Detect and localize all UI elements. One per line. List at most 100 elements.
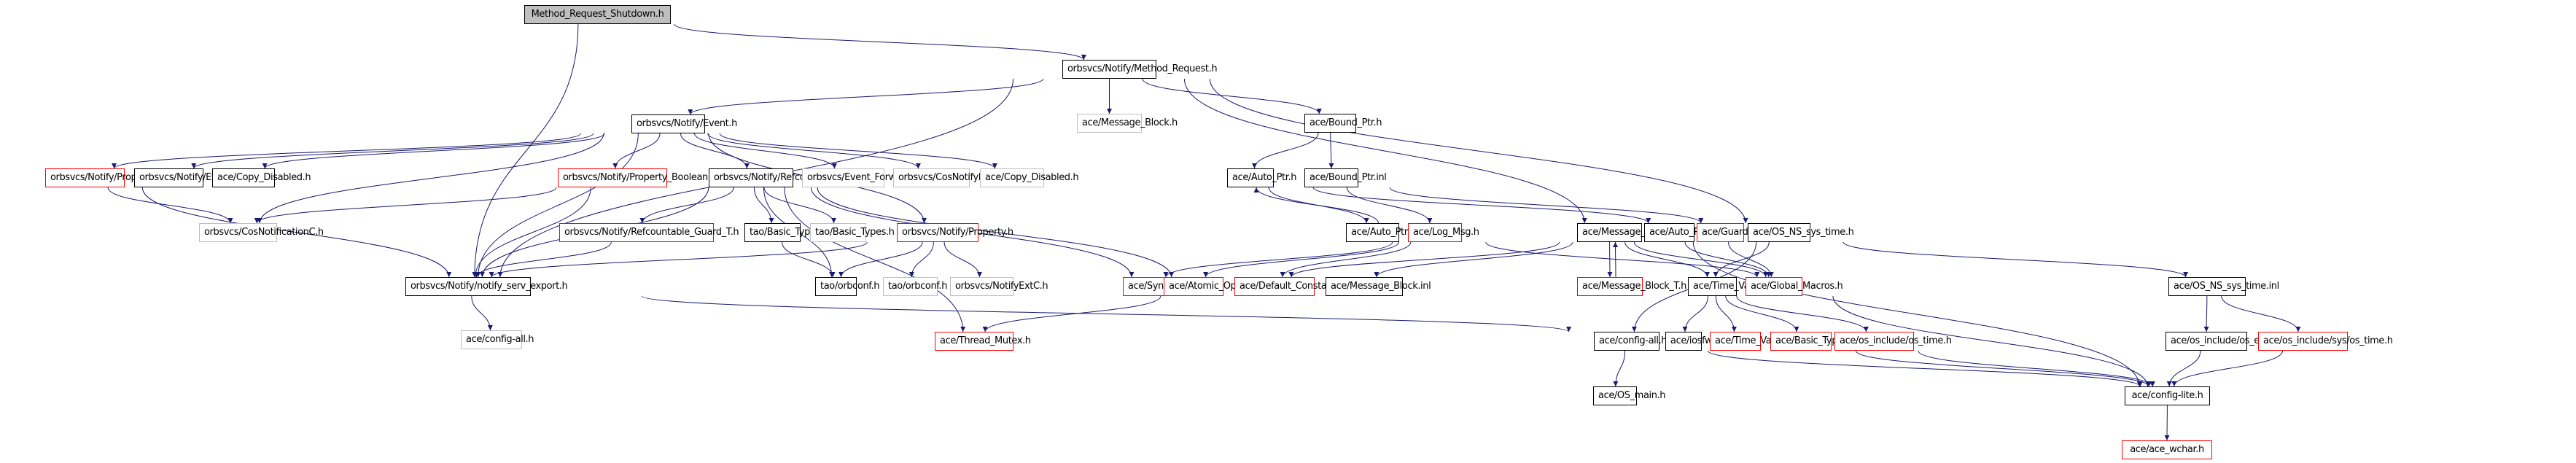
edge-ace-global-macros-h-to-ace-config-lite-h: [1832, 295, 2150, 387]
edge-notify-event-h-to-notify-event-inl: [191, 133, 594, 169]
edge-ace-log-msg-h-to-ace-synch-traits-h: [1163, 241, 1393, 278]
edge-ace-message-block-h-to-ace-default-constants-h: [1288, 241, 1560, 278]
edge-ace-auto-ptr-h-to-ace-auto-ptr-inl: [1312, 187, 1651, 224]
edge-ace-auto-ptr-inl-to-ace-global-macros-h: [1684, 241, 1772, 278]
edge-ace-message-block-h-to-ace-message-block-inl: [1374, 241, 1573, 278]
node-ace-thread-mutex-h[interactable]: ace/Thread_Mutex.h: [935, 332, 1031, 351]
node-ace-message-block-h[interactable]: ace/Message_Block.h: [1577, 223, 1678, 242]
node-ace-time-value-h[interactable]: ace/Time_Value.h: [1688, 277, 1772, 296]
node-ace-auto-ptr-inl[interactable]: ace/Auto_Ptr.inl: [1644, 223, 1719, 242]
node-notify-event-inl[interactable]: orbsvcs/Notify/Event.inl: [134, 168, 245, 187]
node-ace-message-block-inl[interactable]: ace/Message_Block.inl: [1326, 277, 1431, 296]
edge-ace-time-value-h-to-ace-time-value-inl: [1715, 295, 1737, 332]
edge-ace-basic-types-h-to-ace-config-lite-h: [1855, 350, 2152, 387]
edge-notify-method-request-h-to-ace-message-block-h: [1183, 78, 1587, 224]
edge-notify-property-h-to-notifyextc-h: [943, 241, 982, 278]
edge-ace-bound-ptr-inl-to-ace-guard-t-h: [1389, 187, 1704, 224]
node-ace-config-lite-h[interactable]: ace/config-lite.h: [2125, 386, 2210, 405]
edge-notify-refcountable-h-to-ace-thread-mutex-h: [784, 187, 966, 332]
node-ace-copy-disabled-h[interactable]: ace/Copy_Disabled.h: [212, 168, 311, 187]
edge-notify-event-h-to-ace-copy-disabled-h-ext: [719, 133, 997, 169]
edge-notify-method-request-h-to-notify-event-h: [688, 78, 1044, 115]
node-ace-config-all-h[interactable]: ace/config-all.h: [1594, 332, 1668, 351]
edge-notify-event-h-to-ace-copy-disabled-h: [262, 133, 605, 169]
node-notify-method-request-h[interactable]: orbsvcs/Notify/Method_Request.h: [1062, 60, 1218, 79]
edge-ace-os-include-os-time-h-to-ace-config-lite-h: [1918, 350, 2155, 387]
edge-ace-log-msg-h-to-ace-atomic-op-h: [1203, 241, 1399, 278]
node-ace-global-macros-h[interactable]: ace/Global_Macros.h: [1746, 277, 1843, 296]
node-tao-basic-types-h[interactable]: tao/Basic_Types.h: [744, 223, 829, 242]
node-tao-orbconf-h-ext: tao/orbconf.h: [883, 277, 947, 296]
node-ace-basic-types-h[interactable]: ace/Basic_Types.h: [1770, 332, 1856, 351]
node-notify-event-h[interactable]: orbsvcs/Notify/Event.h: [631, 114, 737, 133]
edge-method-request-shutdown-h-to-notify-method-request-h: [674, 23, 1086, 61]
node-ace-os-include-os-errno-h[interactable]: ace/os_include/os_errno.h: [2166, 332, 2286, 351]
node-cosnotificationc-h: orbsvcs/CosNotificationC.h: [199, 223, 324, 242]
edge-ace-config-all-h-to-ace-config-lite-h: [1707, 350, 2143, 387]
edge-notify-refcountable-h-to-tao-basic-types-h-ext: [763, 187, 837, 224]
edge-ace-bound-ptr-h-to-ace-auto-ptr-h: [1251, 132, 1319, 169]
edge-ace-time-value-h-to-ace-os-include-os-time-h: [1736, 295, 1869, 332]
edge-ace-message-block-h-to-ace-global-macros-h: [1633, 241, 1769, 278]
node-ace-iosfwd-h[interactable]: ace/iosfwd.h: [1665, 332, 1727, 351]
node-ace-ace-wchar-h[interactable]: ace/ace_wchar.h: [2122, 440, 2212, 459]
node-ace-os-include-sys-os-time-h[interactable]: ace/os_include/sys/os_time.h: [2258, 332, 2393, 351]
edge-ace-os-ns-sys-time-inl-to-ace-os-include-sys-os-time-h: [2221, 295, 2301, 332]
edge-ace-time-value-h-to-ace-basic-types-h: [1725, 295, 1799, 332]
node-ace-message-block-t-h[interactable]: ace/Message_Block_T.h: [1577, 277, 1686, 296]
edge-notify-property-boolean-h-to-notify-serv-export-h: [472, 187, 591, 278]
node-tao-basic-types-h-ext: tao/Basic_Types.h: [810, 223, 895, 242]
node-ace-time-value-inl[interactable]: ace/Time_Value.inl: [1710, 332, 1798, 351]
edge-ace-log-msg-h-to-ace-global-macros-h: [1485, 241, 1760, 278]
edge-notify-property-h-to-notify-serv-export-h: [489, 241, 868, 278]
edge-ace-bound-ptr-inl-to-ace-log-msg-h: [1346, 187, 1433, 224]
edge-notify-refcountable-h-to-tao-basic-types-h: [753, 187, 774, 224]
edge-notify-property-t-h-to-notify-serv-export-h: [141, 187, 452, 278]
node-ace-os-main-h[interactable]: ace/OS_main.h: [1593, 386, 1666, 405]
edge-tao-basic-types-h-to-tao-orbconf-h: [782, 241, 836, 278]
node-notify-property-boolean-h[interactable]: orbsvcs/Notify/Property_Boolean.h: [558, 168, 717, 187]
edge-ace-os-ns-sys-time-h-to-ace-os-ns-sys-time-inl: [1842, 241, 2189, 278]
edge-ace-message-block-h-to-ace-time-value-h: [1624, 241, 1710, 278]
edge-notify-refcountable-h-to-notify-refcountable-guard-t-h: [639, 187, 734, 224]
edge-notify-event-h-to-cosnotificationc-h: [257, 133, 604, 224]
node-ace-config-all-h-ext: ace/config-all.h: [461, 330, 534, 349]
edge-notify-serv-export-h-to-ace-config-all-h-ext: [471, 295, 493, 331]
edge-ace-os-include-os-errno-h-to-ace-config-lite-h: [2166, 350, 2201, 387]
node-notify-serv-export-h[interactable]: orbsvcs/Notify/notify_serv_export.h: [405, 277, 568, 296]
edge-notify-property-t-h-to-cosnotificationc-h: [107, 187, 233, 224]
node-ace-guard-t-h[interactable]: ace/Guard_T.h: [1697, 223, 1766, 242]
edge-notify-property-h-to-tao-orbconf-h-ext: [908, 241, 934, 278]
edge-ace-config-all-h-to-ace-os-main-h: [1613, 350, 1626, 387]
node-ace-auto-ptr-h[interactable]: ace/Auto_Ptr.h: [1227, 168, 1296, 187]
node-ace-log-msg-h[interactable]: ace/Log_Msg.h: [1408, 223, 1479, 242]
edge-notify-event-h-to-notify-serv-export-h: [475, 133, 639, 278]
node-ace-default-constants-h[interactable]: ace/Default_Constants.h: [1234, 277, 1349, 296]
edge-notify-event-h-to-notify-property-boolean-h: [612, 133, 661, 169]
node-notify-property-t-h[interactable]: orbsvcs/Notify/Property_T.h: [45, 168, 172, 187]
edge-ace-message-block-h-to-ace-config-lite-h: [1692, 241, 2142, 387]
node-tao-orbconf-h[interactable]: tao/orbconf.h: [815, 277, 879, 296]
node-ace-atomic-op-h[interactable]: ace/Atomic_Op.h: [1164, 277, 1245, 296]
node-ace-copy-disabled-h-ext: ace/Copy_Disabled.h: [980, 168, 1079, 187]
node-ace-auto-ptr-cpp[interactable]: ace/Auto_Ptr.cpp: [1346, 223, 1426, 242]
node-notify-property-h[interactable]: orbsvcs/Notify/Property.h: [897, 223, 1013, 242]
node-method-request-shutdown-h: Method_Request_Shutdown.h: [524, 5, 671, 24]
node-ace-os-ns-sys-time-inl[interactable]: ace/OS_NS_sys_time.inl: [2168, 277, 2279, 296]
edge-method-request-shutdown-h-to-notify-serv-export-h: [472, 23, 579, 278]
node-notify-refcountable-guard-t-h[interactable]: orbsvcs/Notify/Refcountable_Guard_T.h: [559, 223, 739, 242]
edge-ace-guard-t-h-to-ace-global-macros-h: [1728, 241, 1774, 278]
node-ace-message-block-h-ext: ace/Message_Block.h: [1077, 114, 1178, 133]
node-ace-bound-ptr-inl[interactable]: ace/Bound_Ptr.inl: [1304, 168, 1387, 187]
node-ace-bound-ptr-h[interactable]: ace/Bound_Ptr.h: [1304, 114, 1382, 133]
edge-notify-method-request-h-to-ace-bound-ptr-h: [1142, 78, 1322, 114]
edge-ace-time-value-h-to-ace-iosfwd-h: [1682, 295, 1709, 332]
node-cosnotifyfilterc-h: orbsvcs/CosNotifyFilterC.h: [893, 168, 1015, 187]
edge-notify-property-h-to-tao-orbconf-h: [838, 241, 923, 278]
node-ace-os-include-os-time-h[interactable]: ace/os_include/os_time.h: [1834, 332, 1952, 351]
node-ace-os-ns-sys-time-h[interactable]: ace/OS_NS_sys_time.h: [1748, 223, 1854, 242]
node-notify-refcountable-h[interactable]: orbsvcs/Notify/Refcountable.h: [709, 168, 848, 187]
edge-notify-property-boolean-h-to-cosnotificationc-h: [254, 187, 557, 224]
